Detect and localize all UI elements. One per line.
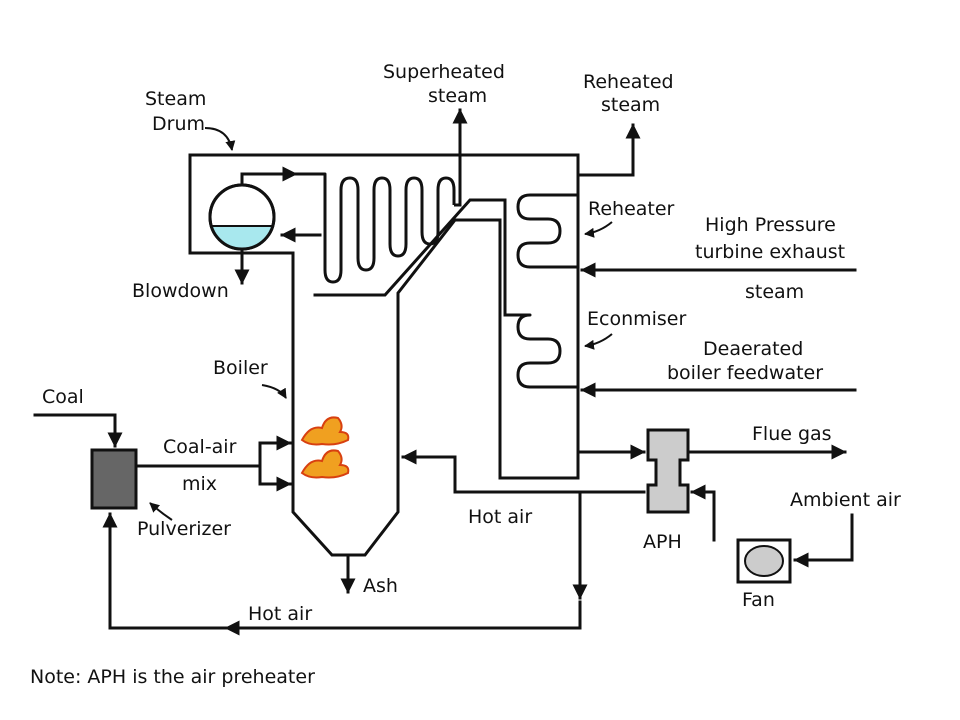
label-blowdown: Blowdown <box>132 280 229 302</box>
label-boiler: Boiler <box>213 357 268 379</box>
drum-water <box>211 226 273 251</box>
boiler-casing <box>188 153 580 557</box>
label-deaerated-2: boiler feedwater <box>667 362 823 384</box>
drum-steam-line <box>240 166 298 187</box>
ambient-air-line <box>793 513 854 568</box>
label-ambient-air: Ambient air <box>790 489 901 511</box>
steam-drum <box>208 183 276 251</box>
label-reheated-1: Reheated <box>583 71 674 93</box>
fan-to-aph-line <box>690 484 716 542</box>
hot-air-pulverizer-line <box>102 512 582 630</box>
label-hot-air-bottom: Hot air <box>248 603 312 625</box>
note-text: Note: APH is the air preheater <box>30 666 315 688</box>
label-steam-drum-1: Steam <box>145 88 206 110</box>
reheater-coil <box>516 193 578 269</box>
label-coal: Coal <box>42 386 84 408</box>
label-coal-air-1: Coal-air <box>163 436 237 458</box>
coal-feed-line <box>33 413 123 448</box>
superheater-coil <box>296 172 456 284</box>
label-hp-exhaust-2: turbine exhaust <box>695 241 845 263</box>
label-aph: APH <box>643 531 682 553</box>
economiser-coil <box>505 313 578 389</box>
label-ash: Ash <box>363 575 398 597</box>
reheated-steam-line <box>576 123 641 177</box>
label-superheated-1: Superheated <box>383 61 505 83</box>
label-reheater: Reheater <box>588 198 675 220</box>
label-hp-exhaust-3: steam <box>745 281 804 303</box>
label-steam-drum-2: Drum <box>152 113 205 135</box>
label-econmiser: Econmiser <box>587 308 686 330</box>
label-superheated-2: steam <box>428 85 487 107</box>
fan <box>736 538 792 584</box>
label-hp-exhaust-1: High Pressure <box>705 214 836 236</box>
label-deaerated-1: Deaerated <box>703 338 803 360</box>
burner-flames <box>300 416 350 479</box>
label-reheated-2: steam <box>601 94 660 116</box>
label-flue-gas: Flue gas <box>752 423 832 445</box>
label-pulverizer: Pulverizer <box>137 518 231 540</box>
label-coal-air-2: mix <box>182 473 217 495</box>
hot-air-furnace-line <box>401 449 646 494</box>
label-fan: Fan <box>742 589 775 611</box>
air-preheater <box>646 428 690 514</box>
label-hot-air-mid: Hot air <box>468 506 532 528</box>
pulverizer <box>90 448 138 510</box>
coal-air-mix-line <box>134 435 292 468</box>
